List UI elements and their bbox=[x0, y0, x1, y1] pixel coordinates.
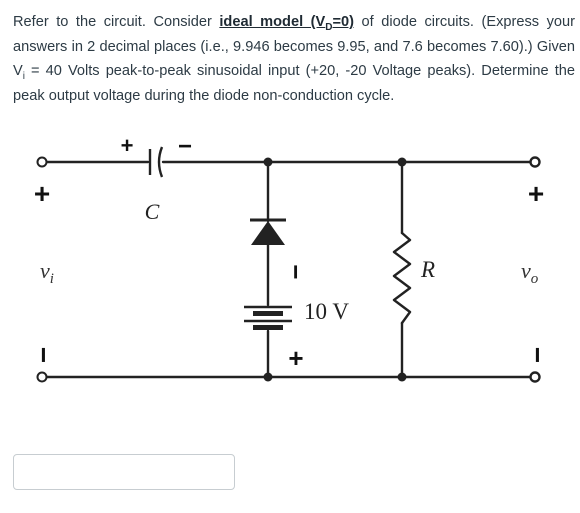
question-part-3: = 40 Volts peak-to-peak sinusoidal input… bbox=[13, 63, 575, 104]
input-plus-sign: + bbox=[34, 178, 50, 209]
capacitor-label: C bbox=[145, 199, 160, 224]
diode-triangle bbox=[251, 221, 285, 245]
capacitor-plate-right bbox=[157, 146, 164, 178]
question-part-1: Refer to the circuit. Consider bbox=[13, 14, 220, 30]
battery-minus-sign: − bbox=[281, 264, 311, 279]
resistor-zigzag bbox=[392, 231, 412, 325]
ideal-model-text: ideal model (V bbox=[219, 14, 326, 30]
question-part-2: of diode circuits. (Express your answers… bbox=[13, 14, 575, 79]
battery-plate-2 bbox=[253, 311, 283, 316]
answer-input[interactable] bbox=[13, 454, 235, 490]
output-terminal-bottom bbox=[529, 371, 541, 383]
input-terminal-bottom bbox=[36, 371, 48, 383]
question-text: Refer to the circuit. Consider ideal mod… bbox=[13, 10, 575, 108]
input-voltage-label: vi bbox=[40, 258, 54, 287]
junction-dot-bottom-resistor bbox=[397, 372, 407, 382]
output-terminal-top bbox=[529, 156, 541, 168]
junction-dot-top-resistor bbox=[397, 157, 407, 167]
junction-dot-bottom-diode bbox=[263, 372, 273, 382]
output-voltage-label: vo bbox=[521, 258, 539, 287]
junction-dot-top-diode bbox=[263, 157, 273, 167]
battery-plus-sign: + bbox=[288, 343, 303, 373]
input-terminal-top bbox=[36, 156, 48, 168]
output-minus-sign: − bbox=[522, 347, 553, 363]
ideal-model-end: =0) bbox=[332, 14, 355, 30]
ideal-model-emphasis: ideal model (VD=0) bbox=[219, 14, 355, 33]
battery-plate-4 bbox=[253, 325, 283, 330]
output-plus-sign: + bbox=[528, 178, 544, 209]
capacitor-plus-sign: + bbox=[121, 133, 134, 158]
circuit-diagram: + − C + − vi − + 10 V R + − vo bbox=[28, 133, 553, 383]
battery-voltage-label: 10 V bbox=[304, 299, 349, 324]
vi-subscript: i bbox=[22, 70, 25, 82]
ideal-model-subscript: D bbox=[325, 21, 333, 33]
capacitor-minus-sign: − bbox=[178, 133, 192, 160]
input-minus-sign: − bbox=[28, 347, 59, 363]
resistor-label: R bbox=[420, 257, 435, 282]
